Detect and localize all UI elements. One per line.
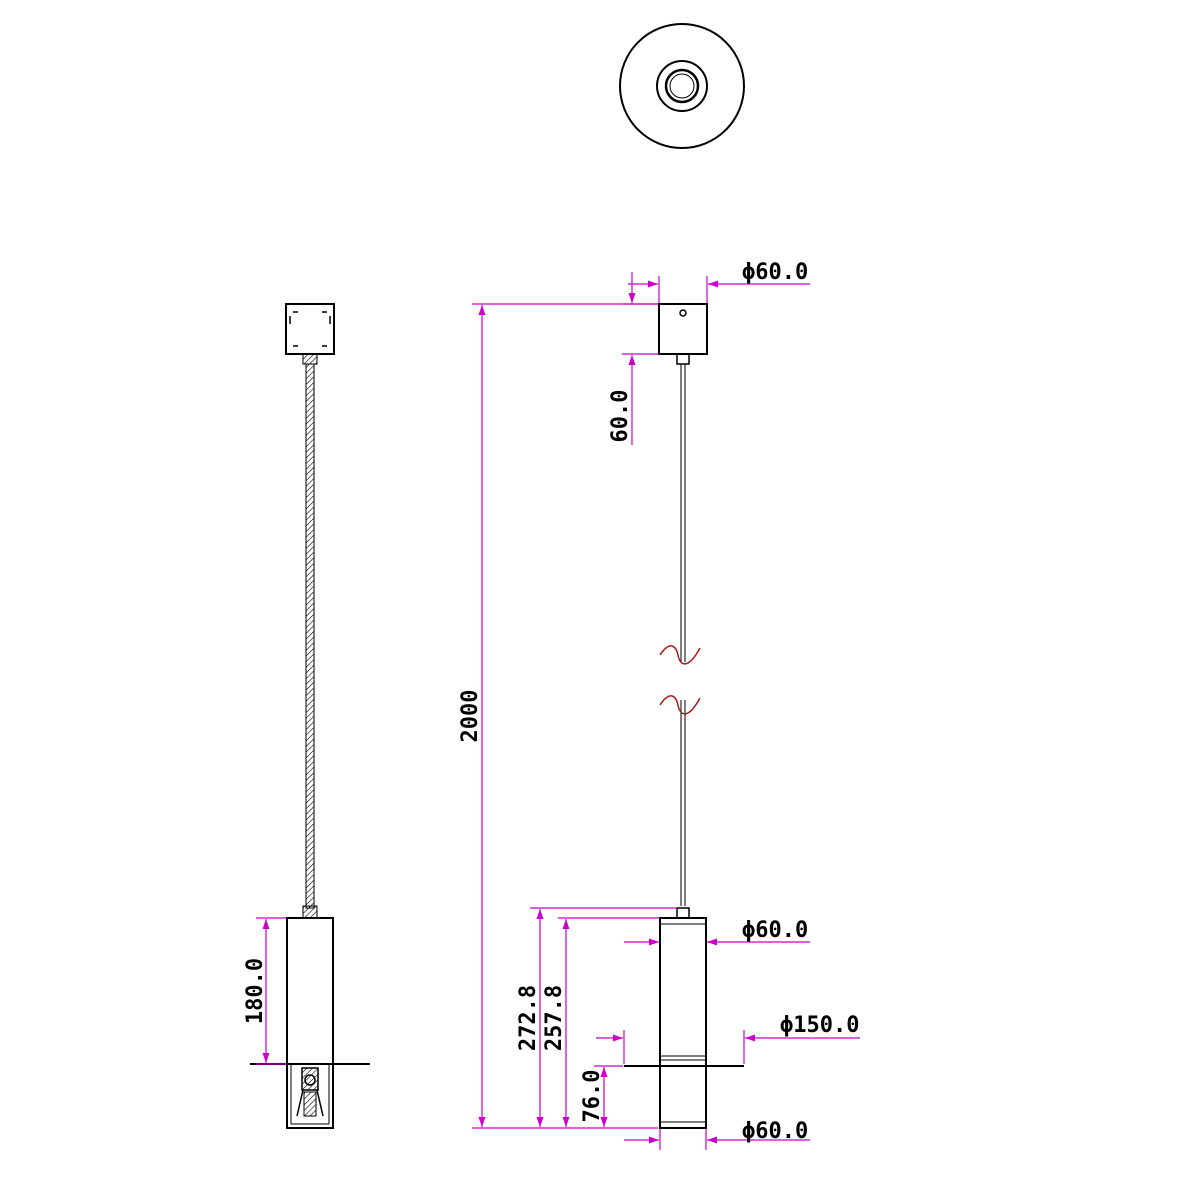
overall-body-height-label: 272.8 (516, 985, 541, 1051)
top-view-inner-ring (656, 60, 708, 112)
body-diameter-top-label: ϕ60.0 (742, 918, 808, 943)
top-view-bore (664, 68, 700, 104)
top-view-bore-inner (669, 73, 695, 99)
flange-diameter-label: ϕ150.0 (780, 1013, 859, 1038)
side-cable-gland-bottom (302, 905, 318, 919)
cable-length-label: 2000 (458, 690, 483, 743)
dim-cable-length: 2000 (458, 303, 658, 1129)
side-lower-housing (286, 1063, 334, 1129)
side-view: 180.0 (243, 303, 370, 1129)
side-body-height-label: 180.0 (243, 958, 268, 1024)
dim-body-tube-height: 257.8 (542, 917, 659, 1127)
side-adjuster-mechanism (296, 1067, 324, 1117)
dim-canopy-diameter: ϕ60.0 (628, 260, 810, 303)
front-canopy-screw (679, 309, 687, 317)
lower-section-height-label: 76.0 (580, 1070, 605, 1123)
break-mark-lower (659, 695, 701, 715)
side-body (286, 917, 334, 1065)
front-canopy (658, 303, 708, 355)
front-cable-gland-top (676, 353, 690, 365)
dim-canopy-height: 60.0 (608, 272, 658, 445)
front-body (659, 917, 707, 1129)
front-view: ϕ60.0 60.0 2000 272.8 257.8 (458, 260, 860, 1150)
canopy-height-label: 60.0 (608, 390, 633, 443)
break-mark-upper (659, 645, 701, 665)
top-view (619, 23, 745, 149)
dim-body-diameter-top: ϕ60.0 (624, 918, 810, 946)
dim-overall-body-height: 272.8 (516, 907, 676, 1127)
body-diameter-bottom-label: ϕ60.0 (742, 1119, 808, 1144)
body-tube-height-label: 257.8 (542, 985, 567, 1051)
dim-side-body-height: 180.0 (243, 917, 286, 1065)
side-canopy-detail (289, 311, 331, 347)
side-cable (305, 363, 315, 909)
dim-flange-diameter: ϕ150.0 (596, 1013, 860, 1064)
dim-body-diameter-bottom: ϕ60.0 (624, 1119, 810, 1150)
side-cable-gland-top (302, 353, 318, 365)
top-view-outer-ring (619, 23, 745, 149)
dim-lower-section-height: 76.0 (580, 1065, 623, 1127)
canopy-diameter-label: ϕ60.0 (742, 260, 808, 285)
front-cable-gland-bottom (676, 907, 690, 919)
